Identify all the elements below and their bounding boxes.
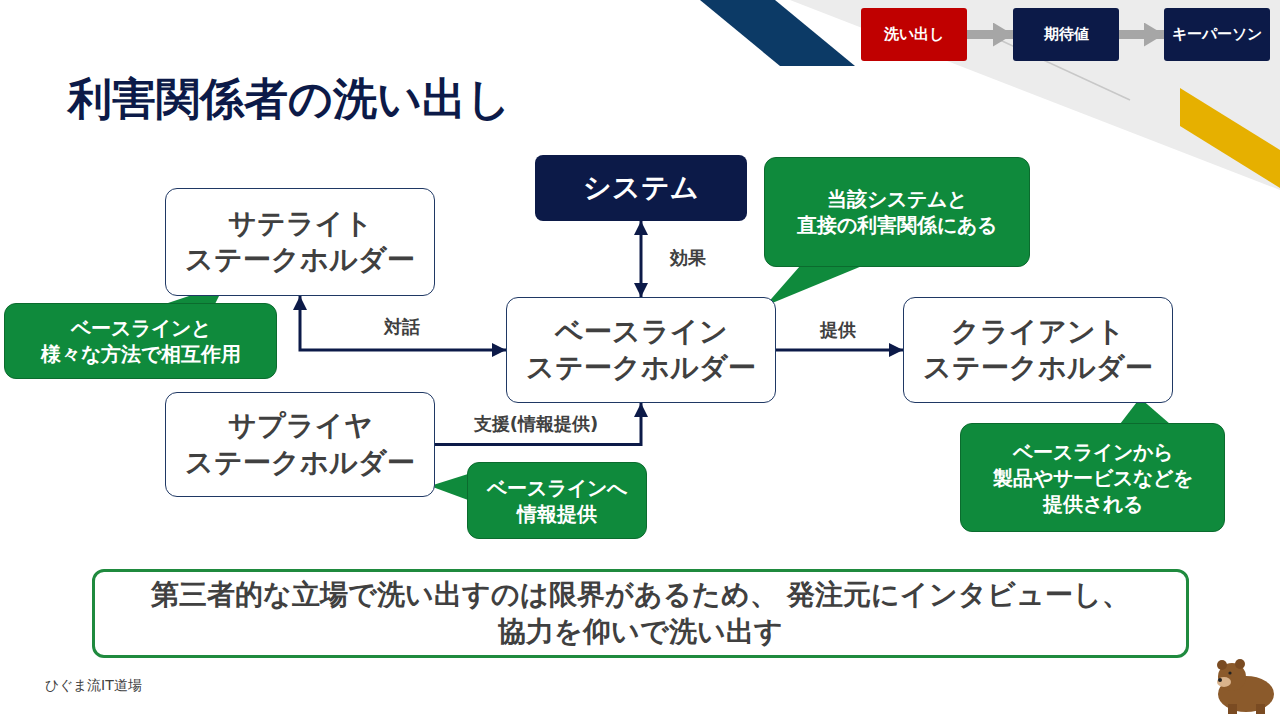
footer-note: ひぐま流IT道場	[45, 677, 142, 695]
node-text: ベースライン ステークホルダー	[519, 314, 763, 387]
node-text: クライアント ステークホルダー	[916, 314, 1160, 387]
node-text: ベースラインと 様々な方法で相互作用	[15, 315, 266, 367]
node-text: システム	[583, 170, 699, 206]
callout-tail	[430, 474, 468, 500]
edge-label: 効果	[670, 246, 706, 270]
step-active: 洗い出し	[861, 8, 967, 61]
node-text: 当該システムと 直接の利害関係にある	[775, 186, 1019, 238]
note-box: 第三者的な立場で洗い出すのは限界があるため、 発注元にインタビューし、協力を仰い…	[92, 569, 1189, 658]
bear-nose	[1218, 678, 1222, 682]
step: キーパーソン	[1164, 8, 1270, 61]
bear-snout	[1217, 677, 1231, 687]
yellow-stripe	[1180, 88, 1280, 188]
bear-body	[1218, 676, 1274, 712]
system-box: システム	[535, 155, 747, 221]
stakeholder-box: サテライト ステークホルダー	[165, 188, 435, 296]
connector	[640, 221, 643, 297]
step-arrow	[1119, 30, 1164, 39]
callout: ベースラインへ 情報提供	[467, 462, 647, 539]
callout: ベースラインと 様々な方法で相互作用	[4, 303, 277, 379]
node-text: ベースラインから 製品やサービスなどを 提供される	[971, 439, 1214, 517]
node-text: 期待値	[1044, 25, 1089, 45]
node-text: キーパーソン	[1172, 25, 1262, 45]
slide-title: 利害関係者の洗い出し	[68, 70, 511, 129]
stakeholder-box: ベースライン ステークホルダー	[506, 297, 776, 403]
bear-eye	[1228, 671, 1231, 674]
node-text: ベースラインへ 情報提供	[478, 475, 636, 527]
step-arrow	[967, 30, 1013, 39]
callout: 当該システムと 直接の利害関係にある	[764, 157, 1030, 267]
bear-leg	[1228, 704, 1237, 714]
connector	[300, 296, 506, 350]
edge-label: 支援(情報提供)	[474, 412, 598, 436]
bear-illustration	[1217, 659, 1274, 714]
edge-label: 提供	[820, 318, 856, 342]
connector	[435, 403, 641, 445]
node-text: サテライト ステークホルダー	[178, 206, 422, 279]
bear-ear	[1217, 660, 1227, 670]
node-text: 洗い出し	[884, 25, 944, 45]
node-text: 第三者的な立場で洗い出すのは限界があるため、 発注元にインタビューし、協力を仰い…	[115, 577, 1166, 650]
step: 期待値	[1013, 8, 1119, 61]
navy-stripe	[700, 0, 855, 66]
connector	[776, 349, 903, 352]
node-text: サプライヤ ステークホルダー	[178, 408, 422, 481]
stakeholder-box: クライアント ステークホルダー	[903, 297, 1173, 403]
stakeholder-box: サプライヤ ステークホルダー	[165, 392, 435, 497]
bear-ear	[1235, 659, 1245, 669]
bear-leg	[1256, 704, 1265, 714]
edge-label: 対話	[384, 315, 420, 339]
callout-tail	[765, 266, 862, 306]
callout: ベースラインから 製品やサービスなどを 提供される	[960, 423, 1225, 532]
